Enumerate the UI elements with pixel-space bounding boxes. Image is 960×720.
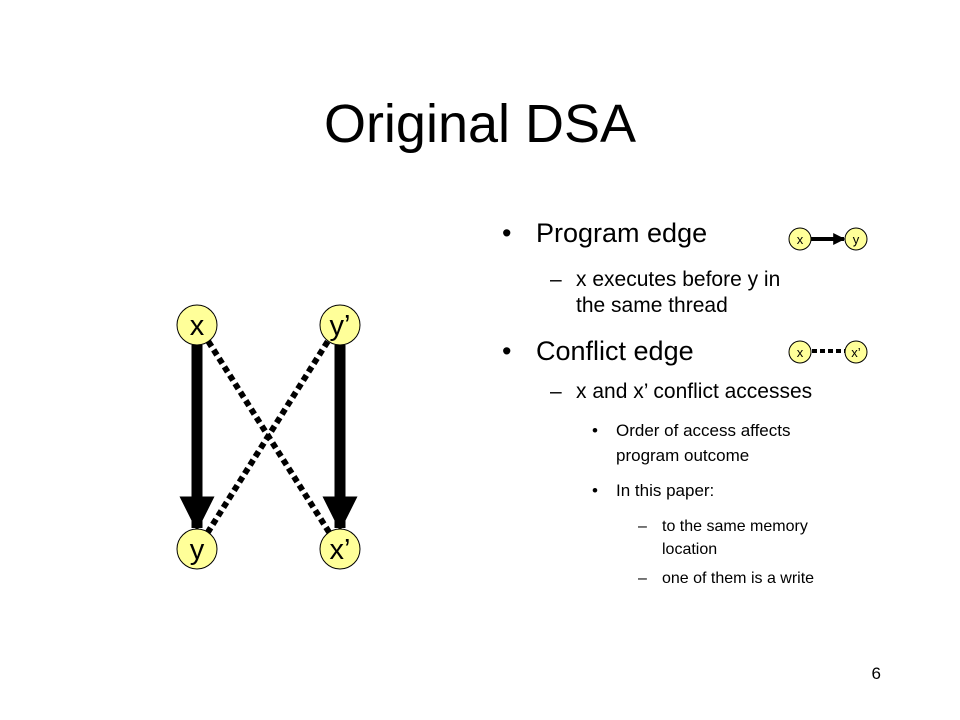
bullet-program-edge: •Program edge: [502, 218, 708, 248]
svg-text:x: x: [797, 232, 804, 247]
slide-title: Original DSA: [323, 94, 637, 154]
node-y: y: [176, 528, 218, 570]
node-y-prime: y’: [319, 304, 361, 346]
bullet-conflict-edge: •Conflict edge: [502, 336, 694, 366]
sub-conflict-edge: –x and x’ conflict accesses: [550, 380, 813, 403]
svg-text:x: x: [797, 345, 804, 360]
conflict-edge-yprime-y: [200, 331, 336, 542]
svg-text:y: y: [853, 232, 860, 247]
svg-text:y’: y’: [330, 310, 351, 342]
svg-text:x: x: [190, 310, 205, 342]
detail-one-is-write: –one of them is a write: [638, 570, 815, 587]
node-x: x: [176, 304, 218, 346]
page-number: 6: [871, 664, 881, 683]
svg-text:x’: x’: [851, 345, 861, 360]
svg-text:y: y: [190, 534, 205, 566]
node-x-prime: x’: [319, 528, 361, 570]
svg-text:x’: x’: [330, 534, 351, 566]
legend-conflict-edge: x x’: [788, 340, 868, 364]
legend-program-edge: x y: [788, 227, 868, 251]
point-in-this-paper: •In this paper:: [592, 481, 715, 500]
